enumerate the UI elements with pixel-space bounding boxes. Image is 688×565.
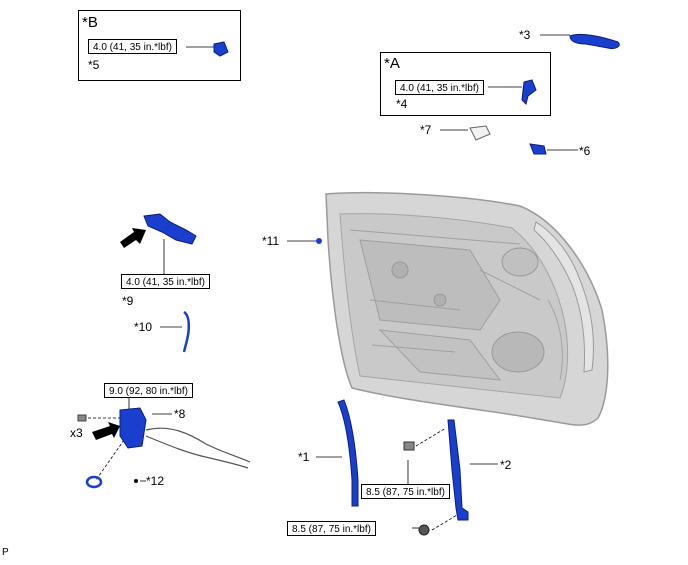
box-a-marker: *A bbox=[384, 55, 400, 72]
callout-5: *5 bbox=[88, 58, 100, 72]
callout-12: *12 bbox=[146, 474, 165, 488]
callout-4: *4 bbox=[396, 97, 408, 111]
torque-box-b: 4.0 (41, 35 in.*lbf) bbox=[88, 39, 177, 54]
torque-8: 9.0 (92, 80 in.*lbf) bbox=[104, 383, 193, 398]
callout-2: *2 bbox=[500, 458, 512, 472]
cover-part bbox=[469, 125, 491, 141]
box-a-part bbox=[521, 79, 537, 105]
torque-2-lower: 8.5 (87, 75 in.*lbf) bbox=[287, 521, 376, 536]
door-panel bbox=[325, 191, 609, 426]
callout-11: *11 bbox=[262, 234, 280, 248]
callout-9: *9 bbox=[122, 294, 134, 308]
dot-icon bbox=[134, 479, 138, 483]
corner-mark: P bbox=[2, 547, 9, 558]
box-b-part bbox=[213, 41, 229, 57]
callout-10: *10 bbox=[134, 320, 153, 334]
quantity-x3: x3 bbox=[70, 426, 83, 440]
bolt-icon bbox=[403, 441, 415, 451]
callout-box-a bbox=[380, 52, 551, 116]
outside-handle-part bbox=[569, 33, 620, 49]
arrow-icon bbox=[120, 228, 146, 248]
cap-part bbox=[529, 143, 547, 155]
channel-1-part bbox=[337, 399, 359, 507]
callout-6: *6 bbox=[579, 144, 591, 158]
callout-box-b bbox=[78, 10, 241, 81]
callout-3: *3 bbox=[519, 28, 531, 42]
ring-part bbox=[85, 475, 103, 489]
rod-part bbox=[182, 310, 190, 353]
torque-2-upper: 8.5 (87, 75 in.*lbf) bbox=[361, 484, 450, 499]
lock-part bbox=[77, 407, 251, 469]
nut-icon bbox=[418, 524, 430, 536]
channel-2-part bbox=[447, 419, 469, 521]
callout-7: *7 bbox=[420, 123, 432, 137]
clip-part bbox=[316, 238, 322, 244]
callout-8: *8 bbox=[174, 407, 186, 421]
box-b-marker: *B bbox=[82, 14, 98, 31]
torque-9: 4.0 (41, 35 in.*lbf) bbox=[121, 274, 210, 289]
arrow-icon bbox=[92, 422, 120, 440]
leader-lines bbox=[88, 34, 578, 531]
inner-handle-part bbox=[120, 213, 197, 248]
torque-box-a: 4.0 (41, 35 in.*lbf) bbox=[395, 80, 484, 95]
bolt-icon bbox=[77, 414, 87, 422]
callout-1: *1 bbox=[298, 450, 310, 464]
